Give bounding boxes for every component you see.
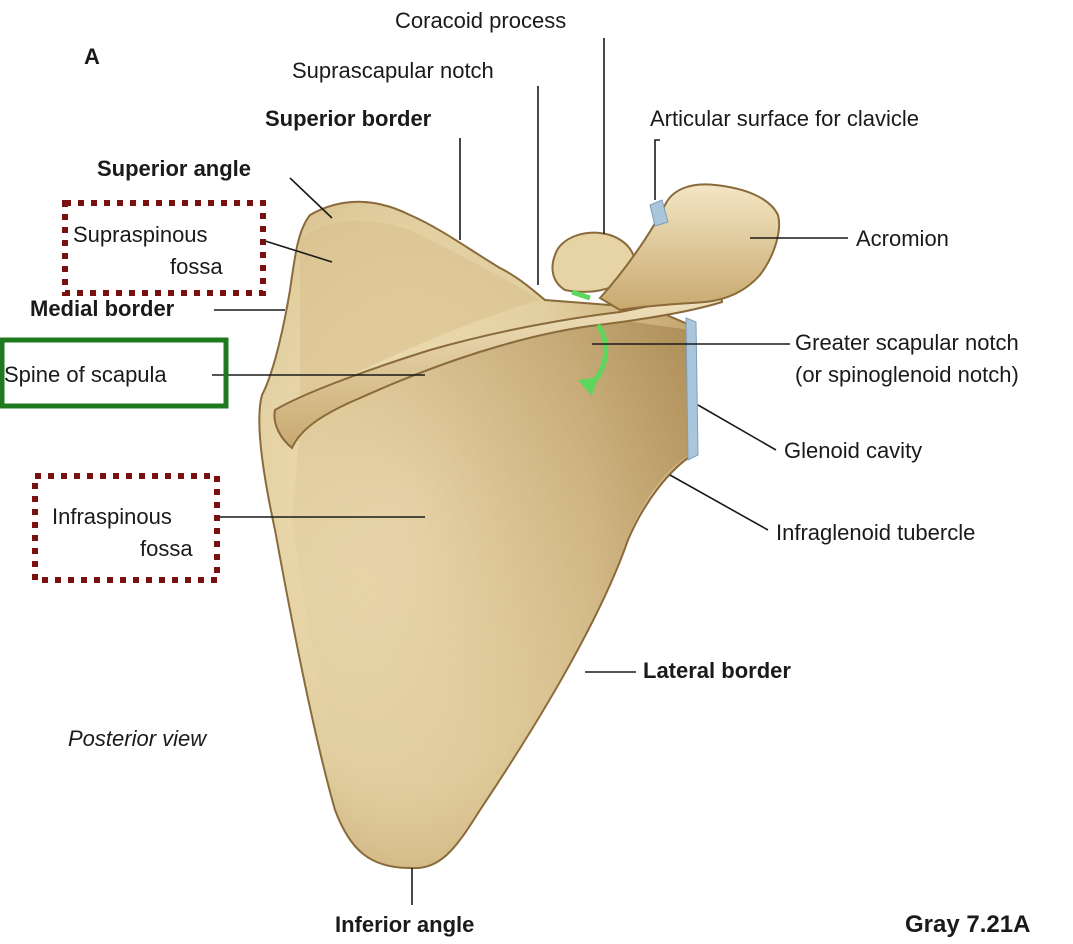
label-greater-notch-line1: Greater scapular notch (795, 330, 1019, 355)
label-glenoid-cavity: Glenoid cavity (784, 438, 922, 463)
label-coracoid-process: Coracoid process (395, 8, 566, 33)
label-supraspinous-line2: fossa (170, 254, 223, 279)
label-supraspinous-line1: Supraspinous (73, 222, 208, 247)
label-superior-angle: Superior angle (97, 156, 251, 181)
supraspinous-highlight-box (65, 203, 263, 293)
label-infraspinous-line2: fossa (140, 536, 193, 561)
label-articular-surface: Articular surface for clavicle (650, 106, 919, 131)
label-lateral-border: Lateral border (643, 658, 791, 683)
label-superior-border: Superior border (265, 106, 432, 131)
label-infraglenoid-tubercle: Infraglenoid tubercle (776, 520, 975, 545)
label-acromion: Acromion (856, 226, 949, 251)
label-infraspinous-line1: Infraspinous (52, 504, 172, 529)
label-suprascapular-notch: Suprascapular notch (292, 58, 494, 83)
glenoid-rim (686, 318, 698, 460)
figure-reference: Gray 7.21A (905, 911, 1030, 938)
panel-letter: A (84, 44, 100, 69)
label-spine-of-scapula: Spine of scapula (4, 362, 167, 387)
label-greater-notch-line2: (or spinoglenoid notch) (795, 362, 1019, 387)
label-medial-border: Medial border (30, 296, 175, 321)
label-inferior-angle: Inferior angle (335, 912, 474, 937)
label-posterior-view: Posterior view (68, 726, 208, 751)
